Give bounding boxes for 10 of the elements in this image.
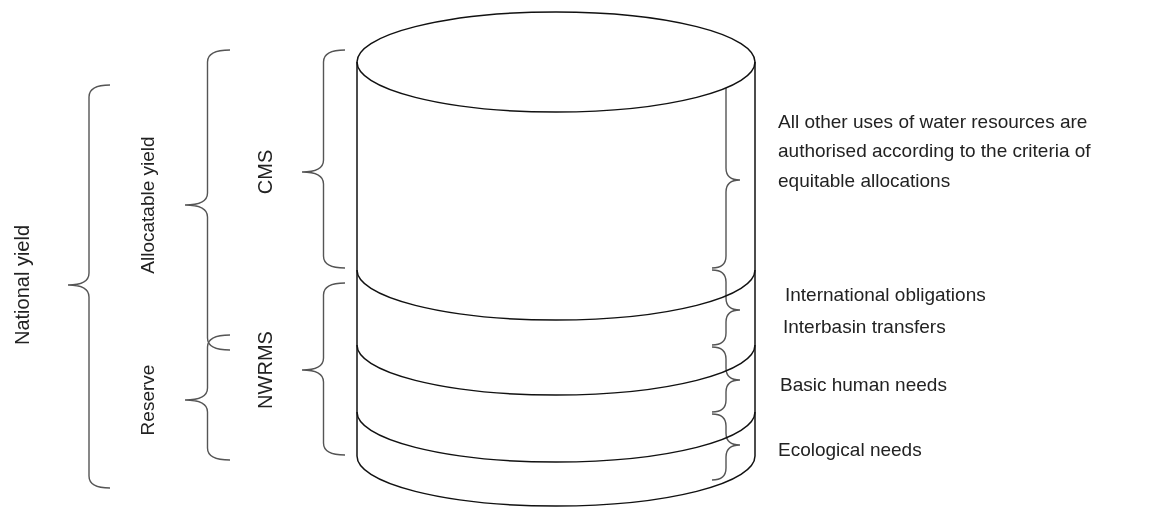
axis-label: Reserve (136, 364, 160, 436)
annotation-text: All other uses of water resources are authorised according to the criteria of equitable allocations (778, 110, 1092, 193)
axis-label: NWRMS (252, 331, 277, 409)
axis-label: National yield (9, 224, 34, 346)
annotation-text: Interbasin transfers (783, 315, 946, 339)
annotation-text: Ecological needs (778, 438, 922, 462)
annotation-text: Basic human needs (780, 373, 947, 397)
axis-label: Allocatable yield (136, 136, 160, 274)
annotation-text: International obligations (785, 283, 986, 307)
axis-label: CMS (252, 149, 277, 195)
